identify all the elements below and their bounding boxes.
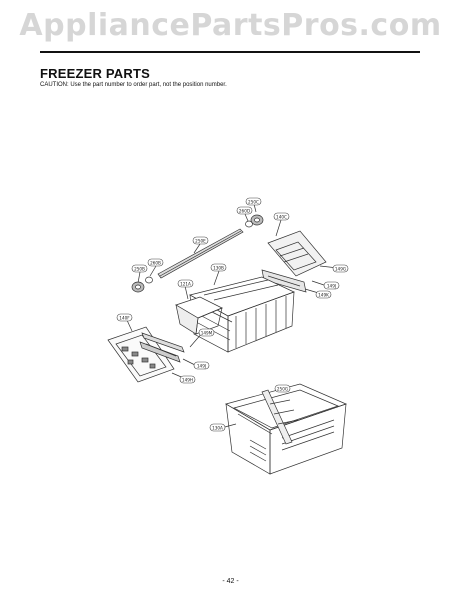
callout-250c: 250C xyxy=(248,199,259,204)
callout-260d: 260D xyxy=(239,208,250,213)
rail-250e xyxy=(157,228,244,279)
front-panel-140f xyxy=(107,326,185,383)
small-bin-121a xyxy=(175,296,223,335)
roller-260b xyxy=(145,276,153,284)
callout-149k: 149K xyxy=(318,292,329,297)
roller-250b xyxy=(131,281,145,293)
callout-149h: 149H xyxy=(182,377,193,382)
watermark: AppliancePartsPros.com xyxy=(19,8,442,43)
callout-140f: 140F xyxy=(119,315,130,320)
callout-140c: 140C xyxy=(276,214,287,219)
header-rule xyxy=(40,51,420,53)
callout-121a: 121A xyxy=(180,281,191,286)
roller-260d xyxy=(245,220,253,228)
page-title: FREEZER PARTS xyxy=(40,66,150,81)
caution-note: CAUTION: Use the part number to order pa… xyxy=(40,82,227,88)
roller-250c xyxy=(250,214,264,226)
callout-250e: 250E xyxy=(195,238,206,243)
callout-250b: 250B xyxy=(134,266,145,271)
bracket-140c xyxy=(261,230,327,293)
callout-130a: 130A xyxy=(212,425,223,430)
lower-basket-130a xyxy=(225,383,347,475)
callout-149g: 149G xyxy=(335,266,346,271)
callout-149j-left: 149J xyxy=(197,363,206,368)
callout-149m: 149M xyxy=(201,330,213,335)
callout-250g: 250G xyxy=(277,386,288,391)
callout-130b: 130B xyxy=(213,265,224,270)
divider-250g xyxy=(261,389,299,445)
callout-260b: 260B xyxy=(150,260,161,265)
page-number: - 42 - xyxy=(222,578,239,585)
callout-149j-top: 149J xyxy=(327,283,336,288)
